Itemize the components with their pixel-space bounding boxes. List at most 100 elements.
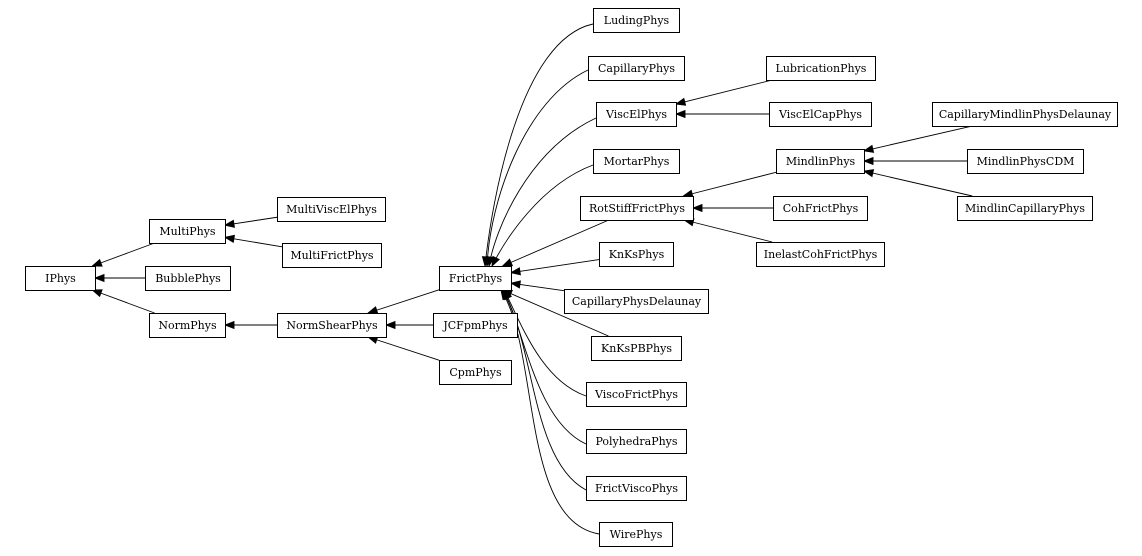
node-capillary-phys-delaunay-label: CapillaryPhysDelaunay xyxy=(572,295,702,308)
node-frict-visco-phys-box xyxy=(586,476,687,501)
node-rot-stiff-frict-phys[interactable]: RotStiffFrictPhys xyxy=(580,196,694,221)
edge-viscelphys-to-frictphys xyxy=(486,117,597,268)
node-capillary-phys-delaunay[interactable]: CapillaryPhysDelaunay xyxy=(564,289,709,314)
node-cpm-phys-label: CpmPhys xyxy=(449,366,502,379)
node-inelast-coh-frict-phys[interactable]: InelastCohFrictPhys xyxy=(756,242,885,267)
node-luding-phys-label: LudingPhys xyxy=(604,14,670,27)
edge-knkspbphys-to-frictphys-line xyxy=(502,289,609,337)
edge-viscelcapphys-to-viscelphys xyxy=(674,109,769,119)
node-kn-ks-phys-box xyxy=(599,242,674,267)
node-luding-phys[interactable]: LudingPhys xyxy=(593,8,680,33)
edge-frictphys-to-normshearphys xyxy=(366,289,440,315)
edge-multiphys-to-iphys-line xyxy=(92,242,155,267)
node-visco-frict-phys[interactable]: ViscoFrictPhys xyxy=(586,382,687,407)
edge-capillarymindlinphysdelaunay-to-mindlinphys xyxy=(862,125,973,153)
node-polyhedra-phys-box xyxy=(586,429,687,454)
edge-knksphys-to-frictphys-line xyxy=(510,259,600,274)
edge-mindlincapillaryphys-to-mindlinphys xyxy=(862,169,973,197)
node-bubble-phys[interactable]: BubblePhys xyxy=(145,266,231,291)
edge-viscofrictphys-to-frictphys-line xyxy=(503,289,587,397)
edge-mindlinphys-to-rotstifffrictphys xyxy=(682,171,777,198)
node-norm-phys[interactable]: NormPhys xyxy=(149,313,226,338)
edge-cohfrictphys-to-rotstifffrictphys xyxy=(691,203,773,213)
node-visc-el-cap-phys-box xyxy=(769,102,872,127)
node-mindlin-phys-label: MindlinPhys xyxy=(786,155,856,168)
edge-normphys-to-iphys-line xyxy=(92,289,155,314)
node-mindlin-phys-cdm[interactable]: MindlinPhysCDM xyxy=(967,149,1084,174)
edge-frictphys-to-normshearphys-arrowhead xyxy=(366,306,379,315)
node-multi-visc-el-phys-box xyxy=(277,197,386,222)
edge-lubricationphys-to-viscelphys-arrowhead xyxy=(674,97,687,106)
node-iphys[interactable]: IPhys xyxy=(25,266,96,291)
node-kn-ks-phys-label: KnKsPhys xyxy=(609,248,665,261)
node-wire-phys[interactable]: WirePhys xyxy=(599,522,673,547)
edge-normshearphys-to-normphys-arrowhead xyxy=(223,320,235,330)
node-mindlin-phys-cdm-label: MindlinPhysCDM xyxy=(977,155,1075,168)
node-visc-el-phys[interactable]: ViscElPhys xyxy=(596,102,677,127)
edge-frictviscophys-to-frictphys-line xyxy=(501,289,587,491)
node-mindlin-phys[interactable]: MindlinPhys xyxy=(776,149,865,174)
node-visc-el-phys-box xyxy=(596,102,677,127)
node-mortar-phys-box xyxy=(593,149,680,174)
node-bubble-phys-box xyxy=(145,266,231,291)
node-capillary-phys-delaunay-box xyxy=(564,289,709,314)
node-capillary-phys[interactable]: CapillaryPhys xyxy=(588,56,685,81)
edge-jcfpmphys-to-normshearphys xyxy=(384,320,433,330)
edge-capillarymindlinphysdelaunay-to-mindlinphys-line xyxy=(863,125,973,152)
node-frict-visco-phys-label: FrictViscoPhys xyxy=(595,482,678,495)
node-frict-phys[interactable]: FrictPhys xyxy=(439,266,512,291)
node-jcfpm-phys[interactable]: JCFpmPhys xyxy=(433,313,518,338)
node-polyhedra-phys[interactable]: PolyhedraPhys xyxy=(586,429,687,454)
node-multi-phys[interactable]: MultiPhys xyxy=(149,219,226,244)
edge-cohfrictphys-to-rotstifffrictphys-arrowhead xyxy=(691,203,703,213)
node-wire-phys-label: WirePhys xyxy=(610,528,663,541)
edge-multiviscelphys-to-multiphys xyxy=(223,216,278,228)
node-norm-shear-phys-box xyxy=(277,313,387,338)
node-cpm-phys[interactable]: CpmPhys xyxy=(439,360,512,385)
edges-layer xyxy=(91,23,973,535)
edge-capillaryphys-to-frictphys xyxy=(483,69,589,268)
edge-normphys-to-iphys-arrowhead xyxy=(91,289,103,298)
node-norm-shear-phys[interactable]: NormShearPhys xyxy=(277,313,387,338)
edge-rotstifffrictphys-to-frictphys-line xyxy=(502,219,609,267)
node-lubrication-phys-label: LubricationPhys xyxy=(776,62,867,75)
node-kn-ks-pbphys-label: KnKsPBPhys xyxy=(601,342,672,355)
node-mortar-phys-label: MortarPhys xyxy=(604,155,670,168)
edge-capillaryphysdelaunay-to-frictphys-arrowhead xyxy=(509,280,521,289)
node-visc-el-cap-phys[interactable]: ViscElCapPhys xyxy=(769,102,872,127)
edge-multiphys-to-iphys-arrowhead xyxy=(91,258,103,267)
edge-mindlinphyscdm-to-mindlinphys xyxy=(862,156,967,166)
node-mindlin-phys-box xyxy=(776,149,865,174)
node-coh-frict-phys[interactable]: CohFrictPhys xyxy=(773,196,868,221)
node-frict-phys-label: FrictPhys xyxy=(449,272,503,285)
node-kn-ks-phys[interactable]: KnKsPhys xyxy=(599,242,674,267)
edge-viscelcapphys-to-viscelphys-arrowhead xyxy=(674,109,686,119)
edge-bubblephys-to-iphys xyxy=(93,273,145,283)
edge-jcfpmphys-to-normshearphys-arrowhead xyxy=(384,320,396,330)
node-multi-frict-phys[interactable]: MultiFrictPhys xyxy=(282,243,382,268)
edge-multiphys-to-iphys xyxy=(91,242,155,267)
node-frict-visco-phys[interactable]: FrictViscoPhys xyxy=(586,476,687,501)
edge-cpmphys-to-normshearphys-line xyxy=(367,336,440,361)
node-cpm-phys-box xyxy=(439,360,512,385)
node-norm-phys-box xyxy=(149,313,226,338)
node-kn-ks-pbphys-box xyxy=(591,336,682,361)
edge-viscelphys-to-frictphys-line xyxy=(488,117,597,267)
node-multi-frict-phys-box xyxy=(282,243,382,268)
node-multi-visc-el-phys[interactable]: MultiViscElPhys xyxy=(277,197,386,222)
node-mindlin-capillary-phys[interactable]: MindlinCapillaryPhys xyxy=(957,196,1093,221)
node-multi-visc-el-phys-label: MultiViscElPhys xyxy=(286,203,377,216)
node-capillary-mindlin-phys-delaunay[interactable]: CapillaryMindlinPhysDelaunay xyxy=(932,102,1118,127)
node-rot-stiff-frict-phys-box xyxy=(580,196,694,221)
node-visc-el-phys-label: ViscElPhys xyxy=(605,108,667,121)
node-coh-frict-phys-label: CohFrictPhys xyxy=(783,202,859,215)
node-kn-ks-pbphys[interactable]: KnKsPBPhys xyxy=(591,336,682,361)
edge-knksphys-to-frictphys-arrowhead xyxy=(509,267,521,276)
edge-normshearphys-to-normphys xyxy=(223,320,277,330)
edge-bubblephys-to-iphys-arrowhead xyxy=(93,273,105,283)
node-mortar-phys[interactable]: MortarPhys xyxy=(593,149,680,174)
node-capillary-phys-label: CapillaryPhys xyxy=(598,62,675,75)
node-lubrication-phys[interactable]: LubricationPhys xyxy=(766,56,876,81)
